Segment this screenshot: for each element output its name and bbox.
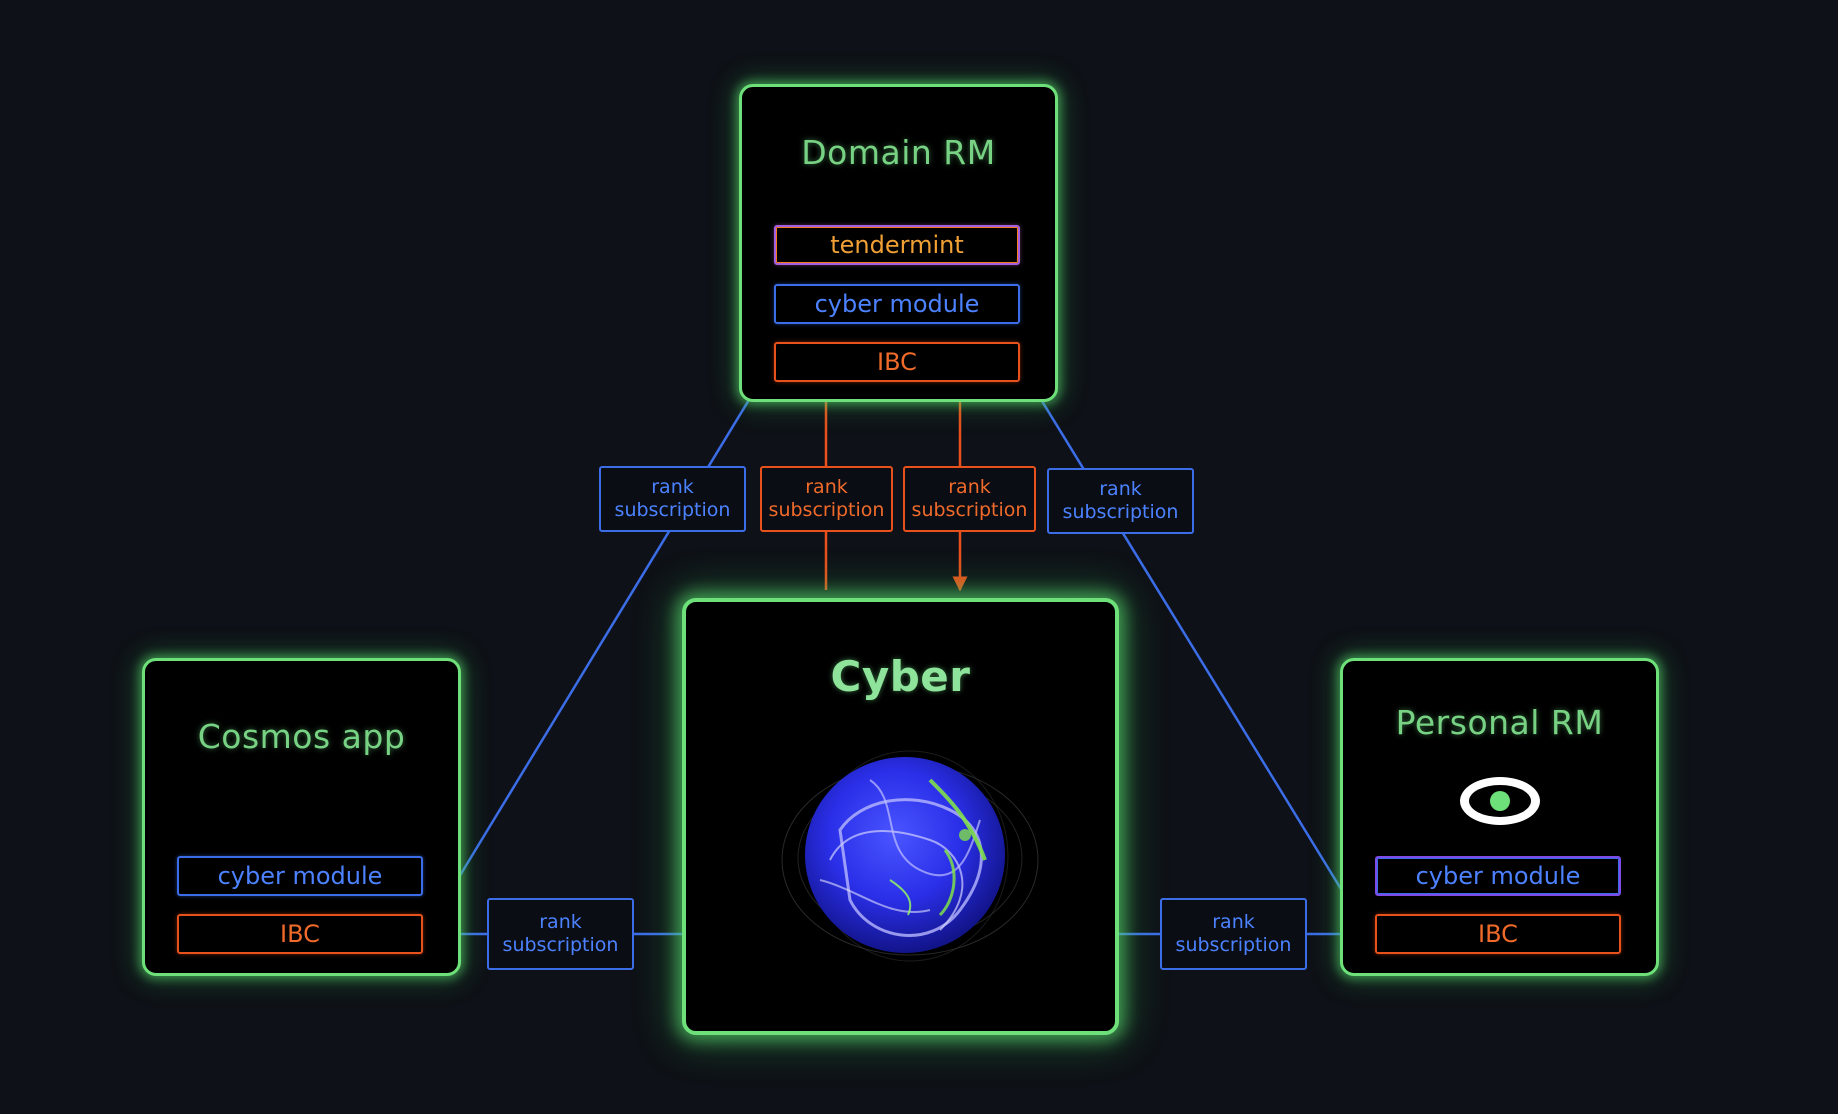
cyber-orb-image — [781, 750, 1039, 962]
connector-domain-to-cosmos — [423, 361, 774, 935]
personal-rm-cyber-module[interactable]: cyber module — [1375, 856, 1621, 896]
domain-rm-node[interactable]: Domain RM tendermint cyber module IBC — [739, 84, 1058, 402]
edge-label-cyber-domain: rank subscription — [760, 466, 893, 532]
edge-label-line1: rank — [805, 476, 848, 498]
domain-rm-cyber-module[interactable]: cyber module — [774, 284, 1020, 324]
edge-label-line2: subscription — [768, 499, 885, 521]
edge-label-domain-cosmos: rank subscription — [599, 466, 746, 532]
edge-label-line1: rank — [539, 911, 582, 933]
personal-rm-title: Personal RM — [1395, 703, 1604, 742]
edge-label-line2: subscription — [502, 934, 619, 956]
edge-label-line1: rank — [651, 476, 694, 498]
edge-label-line1: rank — [948, 476, 991, 498]
cosmos-app-cyber-module[interactable]: cyber module — [177, 856, 423, 896]
edge-label-domain-personal: rank subscription — [1047, 468, 1194, 534]
edge-label-line2: subscription — [1175, 934, 1292, 956]
edge-label-line1: rank — [1212, 911, 1255, 933]
edge-label-line1: rank — [1099, 478, 1142, 500]
edge-label-line2: subscription — [911, 499, 1028, 521]
edge-label-cyber-cosmos: rank subscription — [487, 898, 634, 970]
cosmos-app-node[interactable]: Cosmos app cyber module IBC — [142, 658, 461, 976]
cyber-title: Cyber — [830, 652, 971, 701]
edge-label-line2: subscription — [1062, 501, 1179, 523]
cyber-node[interactable]: Cyber — [682, 598, 1119, 1035]
domain-rm-ibc-module[interactable]: IBC — [774, 342, 1020, 382]
cosmos-app-title: Cosmos app — [197, 717, 406, 756]
cosmos-app-ibc-module[interactable]: IBC — [177, 914, 423, 954]
eye-icon — [1460, 777, 1540, 825]
edge-label-line2: subscription — [614, 499, 731, 521]
edge-label-cyber-personal: rank subscription — [1160, 898, 1307, 970]
connector-domain-to-personal — [1016, 361, 1370, 935]
domain-rm-tendermint-module[interactable]: tendermint — [774, 225, 1020, 265]
edge-label-domain-cyber: rank subscription — [903, 466, 1036, 532]
personal-rm-ibc-module[interactable]: IBC — [1375, 914, 1621, 954]
domain-rm-title: Domain RM — [801, 133, 996, 172]
